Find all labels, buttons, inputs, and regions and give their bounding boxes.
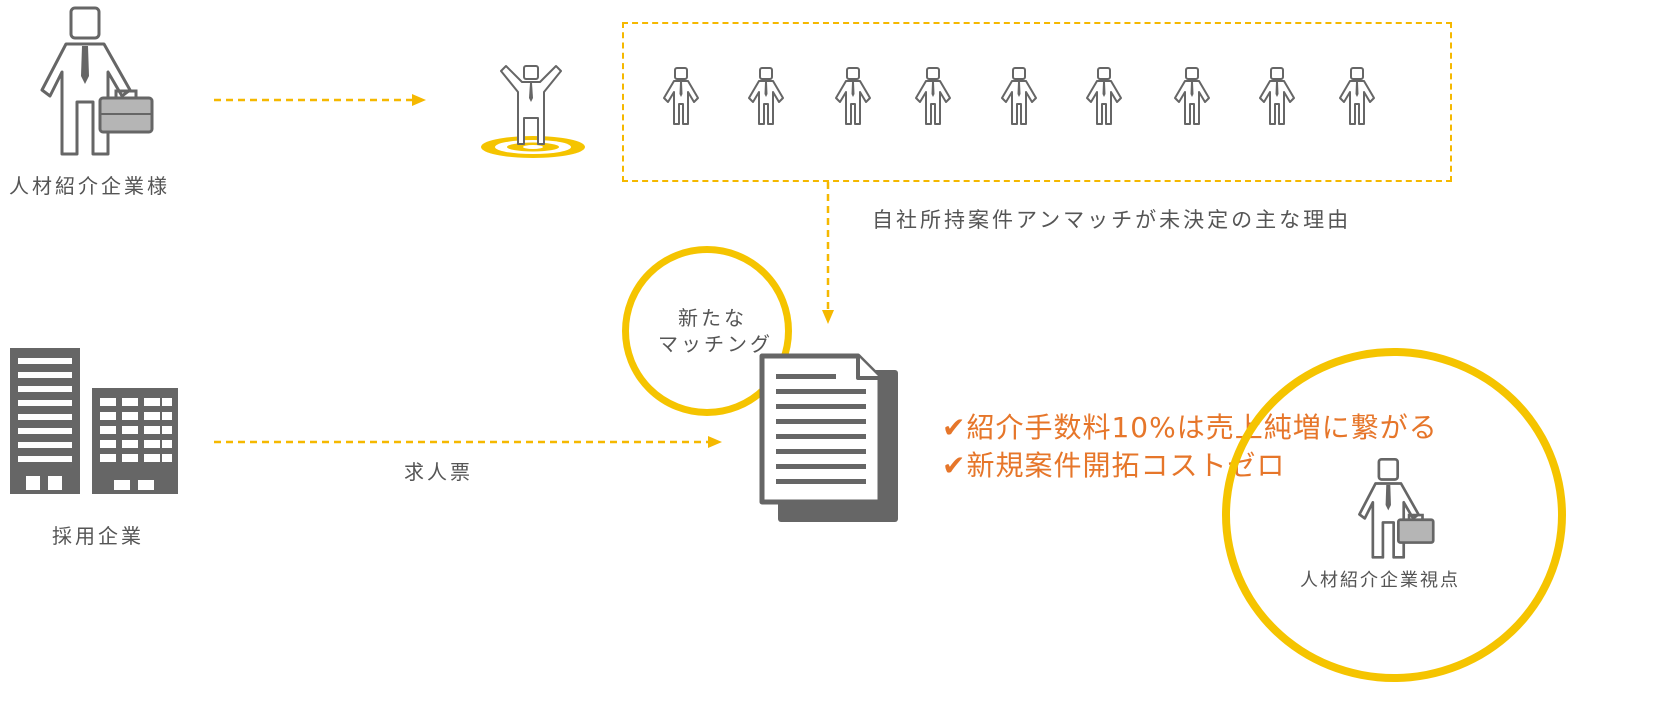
businessman-with-briefcase-icon <box>1356 458 1438 560</box>
person-icon <box>1171 66 1213 128</box>
agency-view-circle <box>1222 348 1566 682</box>
new-matching-circle <box>622 246 792 416</box>
job-posting-label: 求人票 <box>404 460 473 484</box>
cheering-person-on-target-icon <box>476 62 588 162</box>
businessman-with-briefcase-icon <box>38 6 158 158</box>
person-icon <box>1336 66 1378 128</box>
person-icon <box>1083 66 1125 128</box>
dashed-arrow-down-to-document <box>822 182 834 324</box>
dashed-arrow-agency-to-candidate <box>214 94 426 106</box>
person-icon <box>832 66 874 128</box>
person-icon <box>912 66 954 128</box>
unmatched-reason-label: 自社所持案件アンマッチが未決定の主な理由 <box>872 208 1352 232</box>
document-stack-icon <box>758 352 902 524</box>
person-icon <box>998 66 1040 128</box>
person-icon <box>745 66 787 128</box>
new-matching-line2: マッチング <box>658 332 773 356</box>
candidate-pool-box <box>622 22 1452 182</box>
agency-label: 人材紹介企業様 <box>9 174 170 198</box>
person-icon <box>660 66 702 128</box>
office-buildings-icon <box>10 348 180 496</box>
dashed-arrow-employer-to-document <box>214 436 722 448</box>
person-icon <box>1256 66 1298 128</box>
agency-view-label: 人材紹介企業視点 <box>1300 570 1460 591</box>
new-matching-line1: 新たな <box>678 306 747 330</box>
employer-label: 採用企業 <box>52 524 144 548</box>
